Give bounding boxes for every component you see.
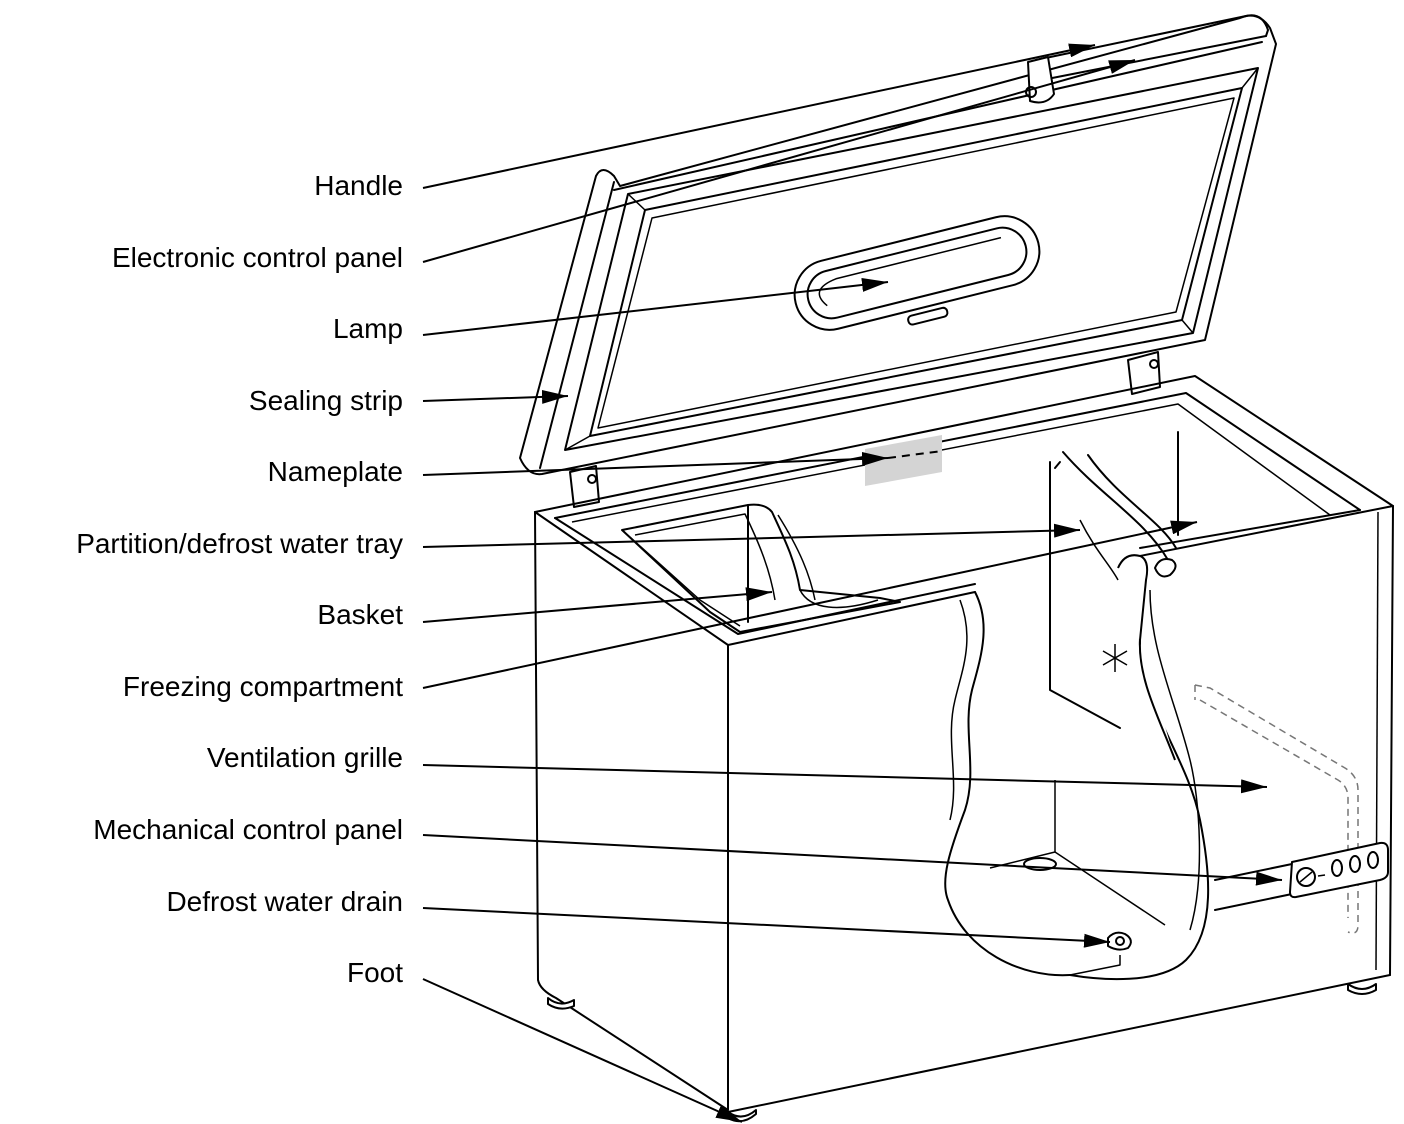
- leader-handle: [422, 43, 1096, 189]
- defrost-water-drain: [1107, 931, 1132, 951]
- label-foot: Foot: [347, 957, 403, 988]
- foot-right: [1347, 983, 1377, 995]
- leader-electronic-control-panel: [422, 59, 1136, 263]
- labels: Handle Electronic control panel Lamp Sea…: [76, 170, 403, 988]
- label-basket: Basket: [317, 599, 403, 630]
- leader-sealing-strip: [422, 389, 569, 404]
- partition-tray: [1062, 451, 1169, 561]
- label-lamp: Lamp: [333, 313, 403, 344]
- freezer-drawing: [519, 14, 1394, 1123]
- cutaway: [944, 431, 1210, 981]
- leader-partition-tray: [422, 523, 1081, 548]
- nameplate: [865, 435, 942, 486]
- leader-freezing-compartment: [422, 520, 1198, 689]
- label-mechanical-control-panel: Mechanical control panel: [93, 814, 403, 845]
- thermostat-knob-icon: [1296, 867, 1316, 887]
- leader-lines: [422, 43, 1283, 1123]
- mechanical-control-panel: [1214, 841, 1389, 911]
- leader-nameplate-hidden: [887, 450, 943, 459]
- label-sealing-strip: Sealing strip: [249, 385, 403, 416]
- snowflake-icon: [1102, 644, 1128, 672]
- label-nameplate: Nameplate: [268, 456, 403, 487]
- label-handle: Handle: [314, 170, 403, 201]
- lid-hinges: [569, 351, 1161, 508]
- label-electronic-control-panel: Electronic control panel: [112, 242, 403, 273]
- lamp: [793, 215, 1041, 331]
- leader-nameplate: [422, 451, 889, 476]
- foot-left: [547, 997, 575, 1010]
- electronic-control-panel: [1027, 56, 1055, 104]
- basket: [621, 503, 901, 633]
- label-freezing-compartment: Freezing compartment: [123, 671, 403, 702]
- label-defrost-water-drain: Defrost water drain: [166, 886, 403, 917]
- leader-basket: [422, 587, 773, 623]
- leader-lamp: [422, 277, 889, 336]
- leader-ventilation-grille: [422, 764, 1268, 794]
- leader-defrost-water-drain: [422, 907, 1111, 948]
- leader-foot: [422, 978, 743, 1123]
- ventilation-grille: [1194, 684, 1359, 934]
- leader-mechanical-control-panel: [422, 834, 1283, 886]
- label-ventilation-grille: Ventilation grille: [207, 742, 403, 773]
- label-partition-tray: Partition/defrost water tray: [76, 528, 403, 559]
- cabinet: [534, 375, 1394, 1113]
